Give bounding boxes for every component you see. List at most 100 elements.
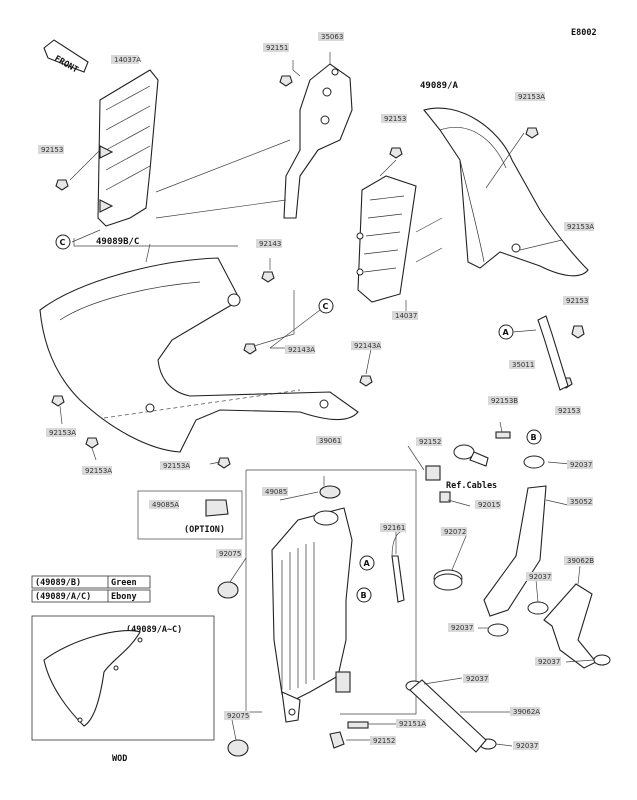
screw-icon — [261, 271, 275, 283]
part-label: 35052 — [567, 497, 593, 506]
louver-left-part — [97, 69, 159, 227]
grommet-top-part — [217, 581, 239, 599]
bolt-92152-part — [329, 731, 345, 749]
svg-text:92153A: 92153A — [85, 467, 112, 475]
upper-hose-part — [483, 485, 547, 617]
part-label: 92037 — [463, 674, 489, 683]
ref-cables-label: Ref.Cables — [446, 481, 497, 491]
inset-box: (49089/A~C) — [31, 615, 215, 741]
svg-text:92037: 92037 — [570, 461, 592, 469]
part-label: 35063 — [318, 32, 344, 41]
part-label: 14037A — [111, 55, 141, 64]
part-label: 92152 — [370, 736, 396, 745]
part-label: 92037 — [567, 460, 593, 469]
svg-text:49085A: 49085A — [152, 501, 179, 509]
small-hose-part — [391, 530, 407, 603]
part-label: 92151 — [263, 43, 289, 52]
screw-icon — [389, 147, 403, 159]
svg-text:92152: 92152 — [373, 737, 395, 745]
front-arrow-icon: FRONT — [43, 39, 89, 75]
svg-text:14037: 14037 — [395, 312, 417, 320]
legend-code: (49089/A/C) — [35, 592, 91, 602]
part-label: 39062B — [564, 556, 594, 565]
svg-text:92153A: 92153A — [567, 223, 594, 231]
svg-text:92153A: 92153A — [163, 462, 190, 470]
svg-text:92037: 92037 — [466, 675, 488, 683]
shroud-right-label: 49089/A — [420, 81, 459, 91]
ref-a-right: A — [498, 324, 514, 340]
clamp-part — [433, 569, 463, 591]
svg-text:C: C — [323, 302, 329, 311]
part-label: 92143 — [256, 239, 282, 248]
part-label: 92153A — [515, 92, 545, 101]
svg-text:92153B: 92153B — [491, 397, 518, 405]
stay-part — [537, 315, 569, 391]
screw-part — [439, 491, 451, 503]
part-label: 92151A — [396, 719, 426, 728]
legend-color: Green — [111, 578, 137, 588]
svg-text:B: B — [531, 433, 537, 442]
part-label: 92153A — [564, 222, 594, 231]
part-label: 92075 — [216, 549, 242, 558]
color-legend: (49089/B) Green (49089/A/C) Ebony — [31, 575, 151, 603]
svg-text:92153A: 92153A — [518, 93, 545, 101]
part-label: 92153A — [82, 466, 112, 475]
part-label: 92015 — [475, 500, 501, 509]
clamp-option-part — [205, 499, 229, 517]
svg-text:92153: 92153 — [558, 407, 580, 415]
svg-text:92153A: 92153A — [49, 429, 76, 437]
legend-code: (49089/B) — [35, 578, 81, 588]
shroud-right-part — [423, 107, 589, 277]
part-label: 92072 — [441, 527, 467, 536]
shroud-left-label: 49089B/C — [96, 237, 139, 247]
svg-text:92037: 92037 — [538, 658, 560, 666]
svg-text:92037: 92037 — [451, 624, 473, 632]
part-label: 92143A — [285, 345, 315, 354]
svg-text:A: A — [364, 559, 371, 568]
ref-c-left: C — [55, 234, 71, 250]
cap-part — [319, 485, 341, 499]
svg-text:92153: 92153 — [41, 146, 63, 154]
grommet-bottom-part — [227, 739, 249, 757]
part-label: 92075 — [224, 711, 250, 720]
wod-label: WOD — [112, 754, 127, 764]
screw-icon — [85, 437, 99, 449]
svg-text:39061: 39061 — [319, 437, 341, 445]
part-label: 92153B — [488, 396, 518, 405]
shroud-left-part — [39, 257, 359, 453]
part-label: 92037 — [535, 657, 561, 666]
part-label: 92152 — [416, 437, 442, 446]
part-label: 92143A — [351, 341, 381, 350]
clamp-ring-part — [453, 444, 489, 467]
ref-b-mid: B — [356, 587, 372, 603]
svg-text:35011: 35011 — [512, 361, 534, 369]
hose-clamp-part — [487, 623, 509, 637]
stud-part — [495, 431, 511, 439]
part-label: 92153 — [381, 114, 407, 123]
svg-text:92143A: 92143A — [288, 346, 315, 354]
svg-text:92153: 92153 — [566, 297, 588, 305]
hose-clamp-part — [523, 455, 545, 469]
part-label: 92153 — [38, 145, 64, 154]
radiator-part — [271, 507, 353, 723]
part-label: 92153A — [46, 428, 76, 437]
svg-text:39062A: 39062A — [513, 708, 540, 716]
part-label: 39061 — [316, 436, 342, 445]
grille-part — [356, 175, 417, 303]
ref-c-mid: C — [318, 298, 334, 314]
svg-text:14037A: 14037A — [114, 56, 141, 64]
inset-title: (49089/A~C) — [126, 625, 182, 635]
part-label: 14037 — [392, 311, 418, 320]
part-label: 92153 — [563, 296, 589, 305]
part-label: 92161 — [380, 523, 406, 532]
part-label: 92037 — [513, 741, 539, 750]
svg-text:C: C — [60, 238, 66, 247]
part-label: 35011 — [509, 360, 535, 369]
screw-icon — [279, 75, 293, 87]
svg-text:B: B — [361, 591, 367, 600]
part-label: 49085 — [262, 487, 288, 496]
part-label: 92153A — [160, 461, 190, 470]
screw-icon — [525, 127, 539, 139]
legend-color: Ebony — [111, 592, 137, 602]
